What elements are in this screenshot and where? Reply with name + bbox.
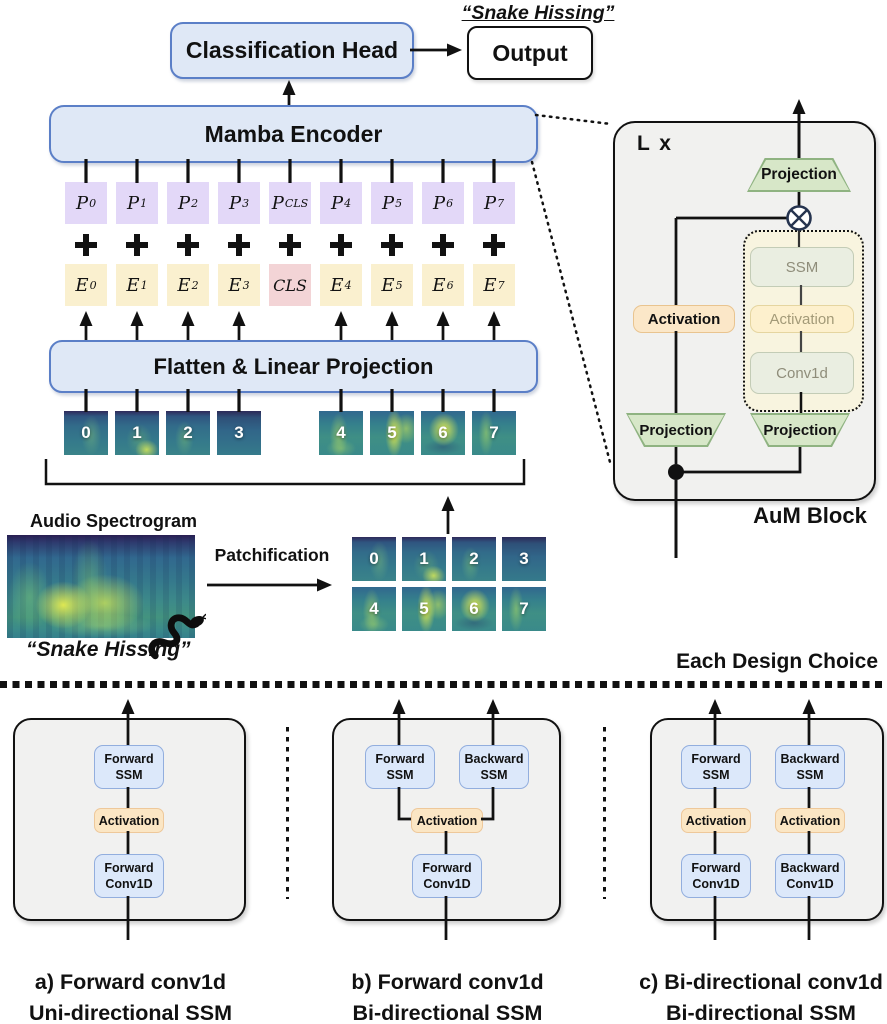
projection-left-trapezoid: Projection bbox=[626, 413, 726, 447]
panel-a-activation-box: Activation bbox=[94, 808, 164, 833]
activation-inner-box: Activation bbox=[750, 305, 854, 333]
patch-seq-1: 1 bbox=[115, 411, 159, 455]
patch-seq-3: 3 bbox=[217, 411, 261, 455]
plus-icon bbox=[329, 233, 353, 257]
patch-seq-4: 4 bbox=[319, 411, 363, 455]
patchification-label: Patchification bbox=[214, 545, 330, 565]
panel-c-activation-backward-box: Activation bbox=[775, 808, 845, 833]
design-section-header: Each Design Choice bbox=[676, 650, 878, 673]
patch-seq-0: 0 bbox=[64, 411, 108, 455]
plus-icon bbox=[227, 233, 251, 257]
conv1d-box: Conv1d bbox=[750, 352, 854, 394]
plus-icon bbox=[278, 233, 302, 257]
panel-c-activation-forward-box: Activation bbox=[681, 808, 751, 833]
spectrogram-label: Audio Spectrogram bbox=[30, 511, 198, 531]
cls-token: CLS bbox=[269, 264, 311, 306]
flatten-projection-label: Flatten & Linear Projection bbox=[153, 353, 434, 379]
panel-b-activation-box: Activation bbox=[411, 808, 483, 833]
output-box: Output bbox=[467, 26, 593, 80]
plus-icon bbox=[482, 233, 506, 257]
grid-patch-7: 7 bbox=[502, 587, 546, 631]
snake-icon bbox=[148, 608, 207, 662]
repeat-count-label: L x bbox=[637, 132, 673, 155]
grid-patch-5: 5 bbox=[402, 587, 446, 631]
projection-left-label: Projection bbox=[639, 421, 713, 439]
projection-top-trapezoid: Projection bbox=[747, 158, 851, 192]
plus-icon bbox=[380, 233, 404, 257]
grid-patch-3: 3 bbox=[502, 537, 546, 581]
mamba-encoder-box: Mamba Encoder bbox=[49, 105, 538, 163]
audio-spectrogram-image bbox=[7, 535, 195, 638]
projection-right-label: Projection bbox=[763, 421, 837, 439]
grid-patch-6: 6 bbox=[452, 587, 496, 631]
projection-right-trapezoid: Projection bbox=[750, 413, 850, 447]
projection-top-label: Projection bbox=[761, 166, 837, 183]
plus-icon bbox=[125, 233, 149, 257]
patch-seq-5: 5 bbox=[370, 411, 414, 455]
patch-seq-2: 2 bbox=[166, 411, 210, 455]
plus-icon bbox=[431, 233, 455, 257]
patch-seq-7: 7 bbox=[472, 411, 516, 455]
ssm-box: SSM bbox=[750, 247, 854, 287]
plus-icon bbox=[74, 233, 98, 257]
plus-icon bbox=[176, 233, 200, 257]
mamba-encoder-label: Mamba Encoder bbox=[204, 120, 383, 147]
aum-block-title: AuM Block bbox=[753, 503, 867, 528]
grid-patch-4: 4 bbox=[352, 587, 396, 631]
panel-divider-dotted bbox=[603, 727, 607, 899]
panel-divider-dotted bbox=[286, 727, 290, 899]
flatten-projection-box: Flatten & Linear Projection bbox=[49, 340, 538, 393]
section-divider-dotted bbox=[0, 681, 887, 688]
predicted-label: “Snake Hissing” bbox=[461, 2, 615, 24]
audio-caption: “Snake Hissing” bbox=[26, 638, 191, 661]
classification-head-label: Classification Head bbox=[185, 37, 399, 63]
grid-patch-0: 0 bbox=[352, 537, 396, 581]
output-label: Output bbox=[492, 39, 568, 66]
grid-patch-1: 1 bbox=[402, 537, 446, 581]
classification-head-box: Classification Head bbox=[170, 22, 414, 79]
patch-seq-6: 6 bbox=[421, 411, 465, 455]
activation-left-box: Activation bbox=[633, 305, 735, 333]
grid-patch-2: 2 bbox=[452, 537, 496, 581]
